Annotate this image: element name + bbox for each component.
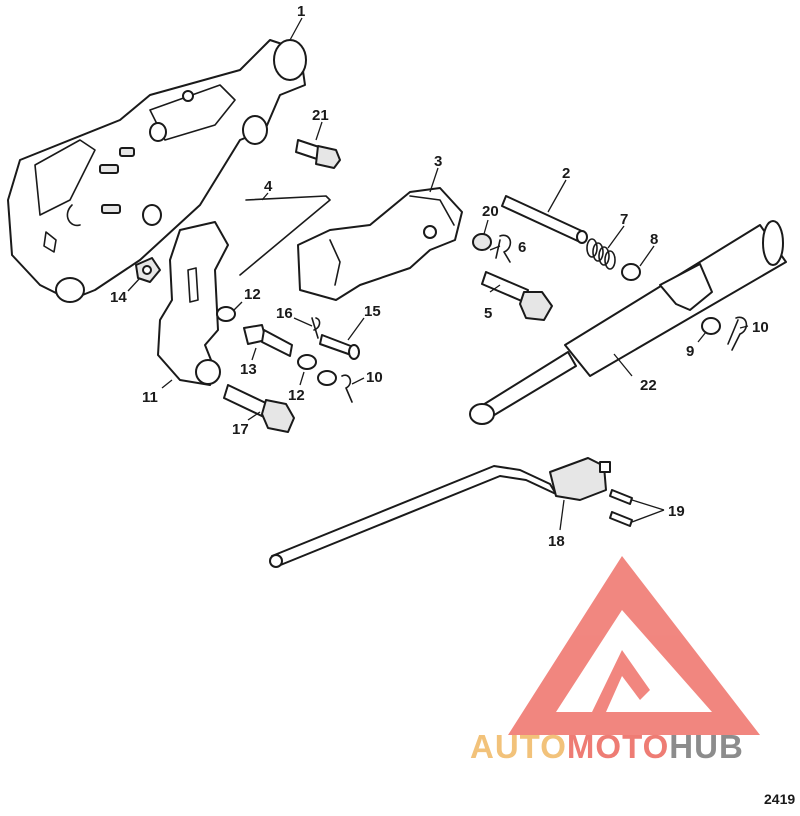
callout-16: 16 — [276, 305, 293, 322]
part-rod-4 — [239, 195, 331, 276]
part-washer-8 — [621, 263, 641, 281]
part-cotter-10a — [341, 374, 353, 403]
callout-11: 11 — [142, 389, 158, 406]
callout-6: 6 — [518, 239, 526, 256]
callout-4: 4 — [264, 178, 273, 195]
part-washer-12c — [317, 370, 337, 386]
part-cylinder-22 — [469, 220, 787, 425]
part-washer-9 — [701, 317, 721, 335]
callout-22: 22 — [640, 377, 657, 394]
part-transom-bracket — [7, 39, 307, 303]
part-nut-14 — [135, 257, 161, 283]
part-washer-12b — [297, 354, 317, 370]
watermark-segment-auto: AUTO — [470, 728, 567, 765]
part-stud-13 — [243, 324, 293, 357]
callout-14: 14 — [110, 289, 127, 306]
part-lever-rod-18 — [269, 457, 611, 568]
diagram-id: 2419 — [764, 791, 795, 807]
callout-10a: 10 — [366, 369, 383, 386]
leader-lines — [127, 17, 749, 531]
part-cotter-10b — [727, 316, 748, 351]
watermark-segment-hub: HUB — [669, 728, 744, 765]
part-spring-7 — [586, 238, 616, 270]
callouts: 1 2 3 4 5 6 7 8 9 10 10 11 12 12 13 14 1… — [110, 3, 769, 550]
part-shaft-2 — [501, 195, 588, 244]
part-washer-12a — [216, 306, 236, 322]
part-bolt-21 — [295, 139, 341, 169]
callout-7: 7 — [620, 211, 628, 228]
callout-17: 17 — [232, 421, 249, 438]
callout-1: 1 — [297, 3, 305, 20]
part-cam-bracket-3 — [297, 187, 463, 301]
callout-5: 5 — [484, 305, 492, 322]
watermark-text: AUTOMOTOHUB — [470, 728, 744, 765]
part-screws-19 — [609, 489, 633, 527]
watermark-triangle — [508, 556, 760, 735]
watermark-segment-moto: MOTO — [567, 728, 669, 765]
part-pin-16 — [311, 317, 321, 339]
callout-10b: 10 — [752, 319, 769, 336]
part-bracket-arm-11 — [157, 221, 229, 386]
callout-15: 15 — [364, 303, 381, 320]
callout-2: 2 — [562, 165, 570, 182]
callout-18: 18 — [548, 533, 565, 550]
part-bolt-17 — [223, 384, 295, 433]
callout-20: 20 — [482, 203, 499, 220]
part-bushing-20 — [472, 233, 492, 251]
callout-19: 19 — [668, 503, 685, 520]
callout-12a: 12 — [244, 286, 261, 303]
part-clip-6 — [495, 234, 512, 263]
watermark-logo — [508, 556, 760, 735]
watermark-inner-mark — [592, 650, 650, 712]
callout-13: 13 — [240, 361, 257, 378]
callout-12b: 12 — [288, 387, 305, 404]
callout-9: 9 — [686, 343, 694, 360]
callout-3: 3 — [434, 153, 442, 170]
part-bolt-5 — [481, 271, 553, 321]
callout-21: 21 — [312, 107, 329, 124]
callout-8: 8 — [650, 231, 658, 248]
part-pin-15 — [319, 334, 360, 360]
